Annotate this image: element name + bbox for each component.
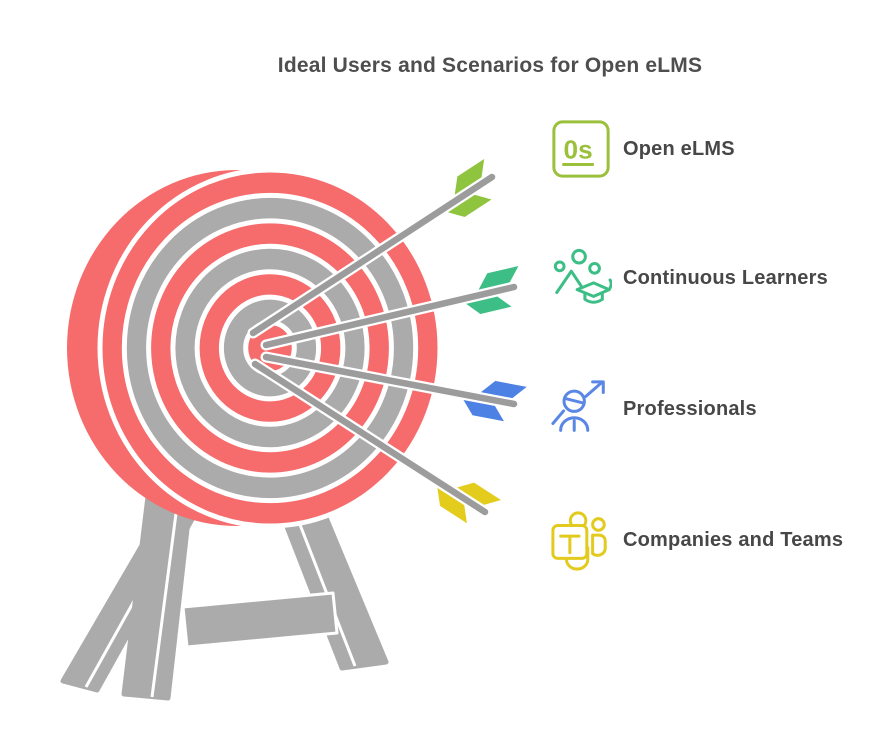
- arrow-shaft: [262, 283, 518, 349]
- legend-item-open-elms: 0s Open eLMS: [550, 118, 735, 180]
- legend-item-companies-teams: Companies and Teams: [550, 509, 843, 571]
- legend-item-label: Companies and Teams: [623, 528, 844, 551]
- arrow-shaft: [251, 360, 489, 516]
- target-illustration: [60, 158, 527, 701]
- arrow-companies-teams: [249, 358, 501, 524]
- arrow-fletching-yellow: [436, 482, 501, 524]
- legend-item-label: Professionals: [623, 397, 757, 420]
- target-board: [67, 167, 443, 529]
- legend-item-label: Open eLMS: [623, 137, 735, 160]
- page-title: Ideal Users and Scenarios for Open eLMS: [277, 54, 703, 77]
- professionals-growth-icon: [551, 380, 605, 432]
- arrow-professionals: [260, 351, 527, 422]
- stand-crossbar: [181, 591, 339, 649]
- arrow-continuous-learners: [260, 265, 520, 351]
- legend-item-professionals: Professionals: [550, 378, 757, 440]
- legend-item-label: Continuous Learners: [623, 266, 828, 289]
- legend-item-continuous-learners: Continuous Learners: [550, 247, 828, 309]
- arrows: [247, 158, 527, 524]
- open-elms-logo-icon: 0s: [552, 120, 610, 178]
- svg-text:0s: 0s: [564, 135, 593, 165]
- continuous-learners-icon: [553, 248, 612, 304]
- arrow-open-elms: [247, 158, 498, 339]
- arrow-fletching-green: [444, 158, 492, 218]
- companies-teams-icon: [551, 511, 607, 571]
- target-stand: [60, 467, 389, 701]
- arrow-shaft: [262, 353, 518, 408]
- arrow-shaft: [249, 173, 496, 337]
